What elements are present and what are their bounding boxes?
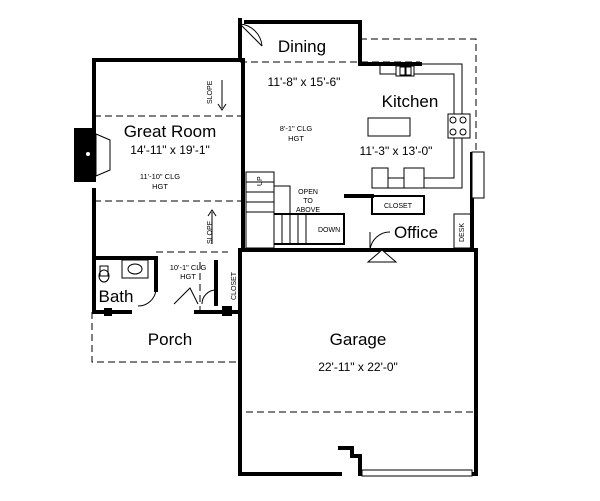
office-label: Office xyxy=(394,223,438,242)
hall-ceiling-2: HGT xyxy=(180,272,196,281)
hall-closet-label: CLOSET xyxy=(231,271,238,300)
slope-arrows xyxy=(207,80,227,244)
stairs xyxy=(245,171,345,249)
open-to-above-3: ABOVE xyxy=(296,207,320,214)
office-door[interactable] xyxy=(366,231,398,263)
down-label: DOWN xyxy=(318,227,340,234)
up-label: UP xyxy=(257,176,264,186)
hall-doors[interactable] xyxy=(137,287,217,307)
slope-top-label: SLOPE xyxy=(207,80,214,104)
dining-door[interactable] xyxy=(239,23,263,47)
dining-label: Dining xyxy=(278,37,326,56)
open-to-above-1: OPEN xyxy=(298,189,318,196)
center-ceiling-2: HGT xyxy=(288,134,304,143)
garage-dims: 22'-11" x 22'-0" xyxy=(318,360,398,374)
fireplace xyxy=(74,128,111,182)
desk xyxy=(453,213,473,249)
kitchen-dims: 11'-3" x 13'-0" xyxy=(360,144,433,158)
kitchen-closet-label: CLOSET xyxy=(384,203,413,210)
kitchen-window xyxy=(471,151,485,199)
great-room-dims: 14'-11" x 19'-1" xyxy=(130,143,210,157)
porch-label: Porch xyxy=(148,330,192,349)
bath-fixtures xyxy=(98,259,149,283)
garage-door xyxy=(361,469,473,477)
kitchen-label: Kitchen xyxy=(382,92,439,111)
kitchen-closet xyxy=(344,194,425,215)
dining-dims: 11'-8" x 15'-6" xyxy=(268,75,341,89)
porch-columns xyxy=(104,306,232,316)
slope-bottom-label: SLOPE xyxy=(207,220,214,244)
great-room-ceiling-1: 11'-10" CLG xyxy=(140,172,180,181)
open-to-above-2: TO xyxy=(303,198,313,205)
bath-label: Bath xyxy=(99,287,134,306)
garage-label: Garage xyxy=(330,330,387,349)
great-room-label: Great Room xyxy=(124,122,217,141)
kitchen-counters xyxy=(367,63,471,189)
hall-ceiling-1: 10'-1" CLG xyxy=(170,263,207,272)
center-ceiling-1: 8'-1" CLG xyxy=(280,124,313,133)
desk-label: DESK xyxy=(459,223,466,242)
great-room-ceiling-2: HGT xyxy=(152,182,168,191)
